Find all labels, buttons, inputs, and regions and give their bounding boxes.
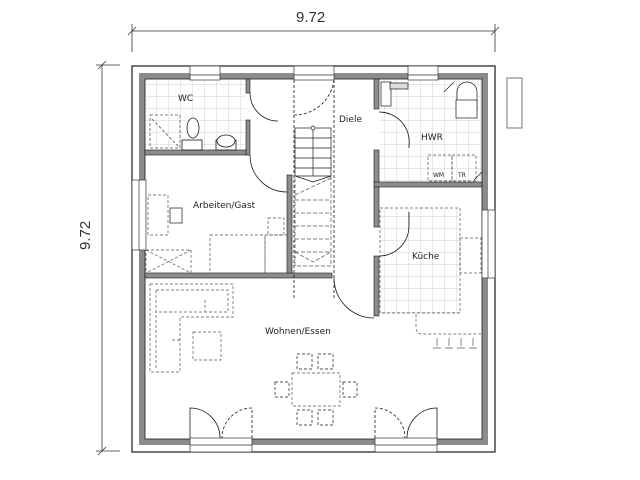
legend-box: [506, 77, 523, 129]
door-swings: [189, 79, 438, 439]
window-left: [131, 179, 147, 251]
width-dimension: 9.72: [296, 9, 326, 26]
bar-stools: [433, 338, 477, 349]
room-label-arbeiten: Arbeiten/Gast: [193, 201, 256, 211]
height-dimension: 9.72: [77, 220, 94, 250]
arbeiten-furniture: [145, 194, 288, 274]
room-label-kueche: Küche: [412, 252, 440, 262]
room-label-hwr: HWR: [421, 133, 443, 143]
room-label-wohnen: Wohnen/Essen: [265, 327, 331, 337]
kitchen-furniture: [379, 207, 482, 335]
window-right: [481, 209, 496, 279]
wc-fixtures: [149, 114, 237, 151]
terrace-doors: [189, 437, 438, 453]
living-furniture: [149, 283, 358, 426]
windows-top: [189, 65, 439, 81]
room-label-wc: WC: [178, 94, 194, 104]
room-label-diele: Diele: [339, 115, 363, 125]
staircase: [294, 125, 332, 267]
label-tr: TR: [458, 172, 466, 179]
dimension-left: [96, 60, 120, 456]
label-wm: WM: [433, 172, 445, 179]
dimension-top: [127, 24, 500, 52]
hwr-fixtures: [380, 81, 483, 182]
